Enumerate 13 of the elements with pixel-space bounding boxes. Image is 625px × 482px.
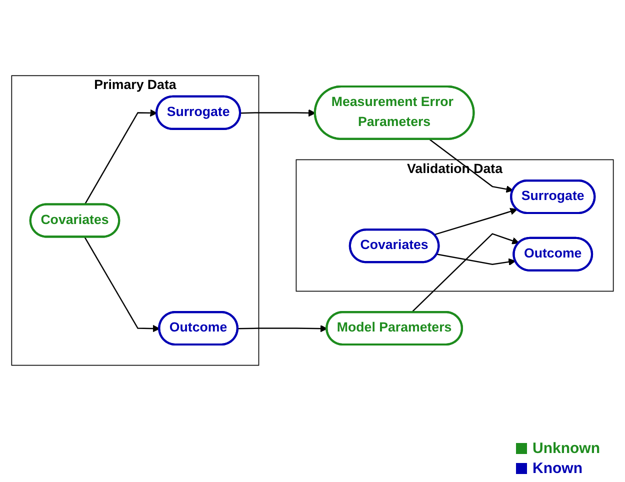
legend-label: Unknown: [532, 440, 600, 456]
arrow: [434, 207, 518, 235]
flowchart-drawing: Validation Data Primary Data Surrogate Covariates Outcome Measurement Error Parameters Model Parameters Surrogate Covariates Outcome: [5, 68, 620, 372]
arrow: [436, 253, 516, 266]
legend-label: Known: [532, 460, 582, 476]
arrow: [238, 324, 328, 332]
arrow: [84, 236, 160, 332]
arrow: [411, 232, 520, 312]
cluster: [11, 74, 260, 366]
cluster: [296, 158, 614, 292]
arrow: [84, 108, 158, 204]
arrow: [240, 108, 316, 116]
arrow: [429, 138, 514, 192]
